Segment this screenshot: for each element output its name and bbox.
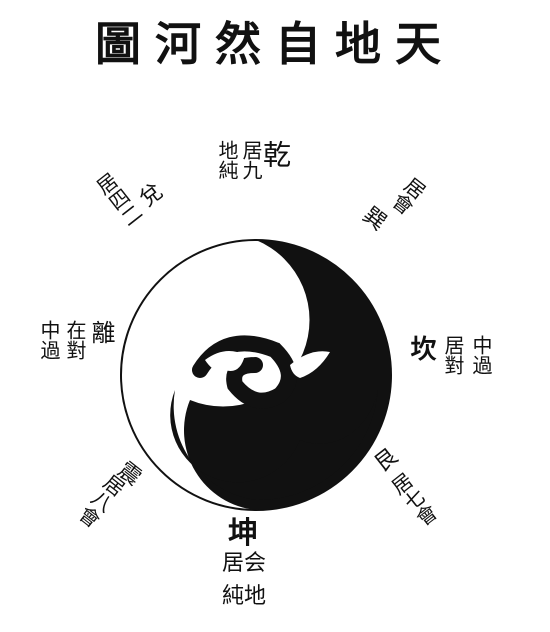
label-kun-line1: 居会: [222, 551, 267, 576]
label-kan-line2: 中過: [469, 335, 493, 375]
yang-eye-2: [290, 351, 330, 378]
label-qian: 乾: [259, 140, 292, 168]
label-li-line1: 在對: [63, 320, 87, 360]
label-kan: 坎: [406, 335, 436, 361]
label-qian-line1: 居九: [239, 140, 263, 180]
yin-lower-region: [170, 390, 378, 501]
label-li-line2: 中過: [37, 320, 61, 360]
yang-eye: [205, 351, 245, 372]
diagram-title: 天地自然河圖: [95, 17, 455, 71]
label-kan-line1: 居對: [441, 335, 465, 375]
label-kun-line2: 純地: [222, 584, 267, 609]
label-kun: 坤: [228, 516, 258, 551]
spiral-mark: [192, 335, 297, 409]
label-qian-line2: 地純: [215, 140, 239, 180]
label-li: 離: [87, 320, 115, 344]
